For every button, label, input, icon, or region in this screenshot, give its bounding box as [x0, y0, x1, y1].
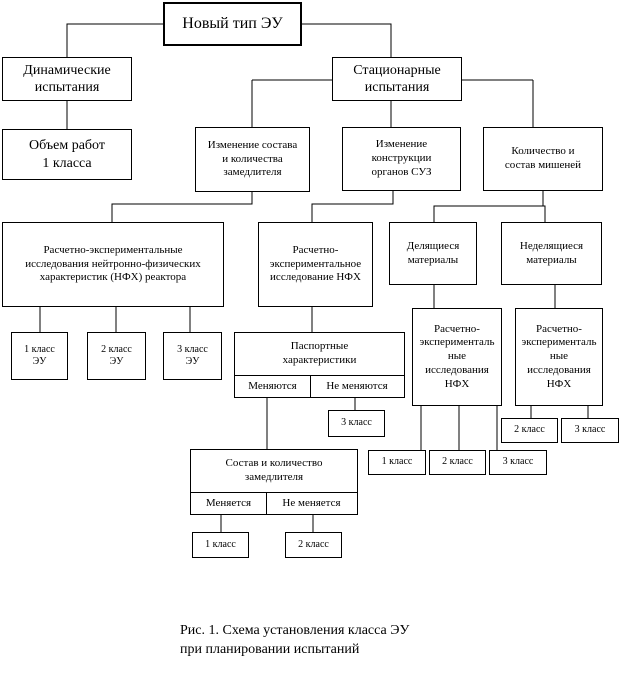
moderator-changes: Меняется [191, 492, 267, 514]
control-change-node: Изменение конструкции органов СУЗ [342, 127, 461, 191]
fissile-class1-node: 1 класс [368, 450, 426, 475]
connector-control-nfx [311, 191, 394, 222]
fissile-node: Делящиеся материалы [389, 222, 477, 285]
moderator-no-changes: Не меняется [282, 497, 341, 509]
nonfissile-class2-node: 2 класс [501, 418, 558, 443]
moderator-box-title: Состав и количество замедлителя [191, 450, 357, 493]
figure-caption: Рис. 1. Схема установления класса ЭУ при… [180, 623, 410, 657]
nonfissile-node: Неделящиеся материалы [501, 222, 602, 285]
moderator-class1-node: 1 класс [192, 532, 249, 558]
reactor-research-node: Расчетно-экспериментальные исследования … [2, 222, 224, 307]
dynamic-volume-node: Объем работ 1 класса [2, 129, 132, 180]
connector-root-stationary [302, 23, 392, 57]
stationary-tests-node: Стационарные испытания [332, 57, 462, 101]
connector-root [66, 23, 163, 60]
fissile-class2-node: 2 класс [429, 450, 486, 475]
passport-node: Паспортные характеристики Меняются Не ме… [234, 332, 405, 398]
nfx-research-node: Расчетно- экспериментальное исследование… [258, 222, 373, 307]
nonfissile-research-node: Расчетно- эксперименталь ные исследовани… [515, 308, 603, 406]
passport-changes: Меняются [235, 375, 311, 397]
moderator-box-node: Состав и количество замедлителя Меняется… [190, 449, 358, 515]
targets-node: Количество и состав мишеней [483, 127, 603, 191]
passport-no-changes: Не меняются [326, 380, 388, 392]
moderator-class2-node: 2 класс [285, 532, 342, 558]
passport-class3-node: 3 класс [328, 410, 385, 437]
class2-eu-node: 2 класс ЭУ [87, 332, 146, 380]
root-node: Новый тип ЭУ [163, 2, 302, 46]
fissile-research-node: Расчетно- эксперименталь ные исследовани… [412, 308, 502, 406]
class1-eu-node: 1 класс ЭУ [11, 332, 68, 380]
connector-targets [433, 191, 544, 222]
passport-title: Паспортные характеристики [235, 333, 404, 376]
connector-moderator-reactor [111, 192, 253, 222]
moderator-change-node: Изменение состава и количества замедлите… [195, 127, 310, 192]
nonfissile-class3-node: 3 класс [561, 418, 619, 443]
class3-eu-node: 3 класс ЭУ [163, 332, 222, 380]
dynamic-tests-node: Динамические испытания [2, 57, 132, 101]
fissile-class3-node: 3 класс [489, 450, 547, 475]
